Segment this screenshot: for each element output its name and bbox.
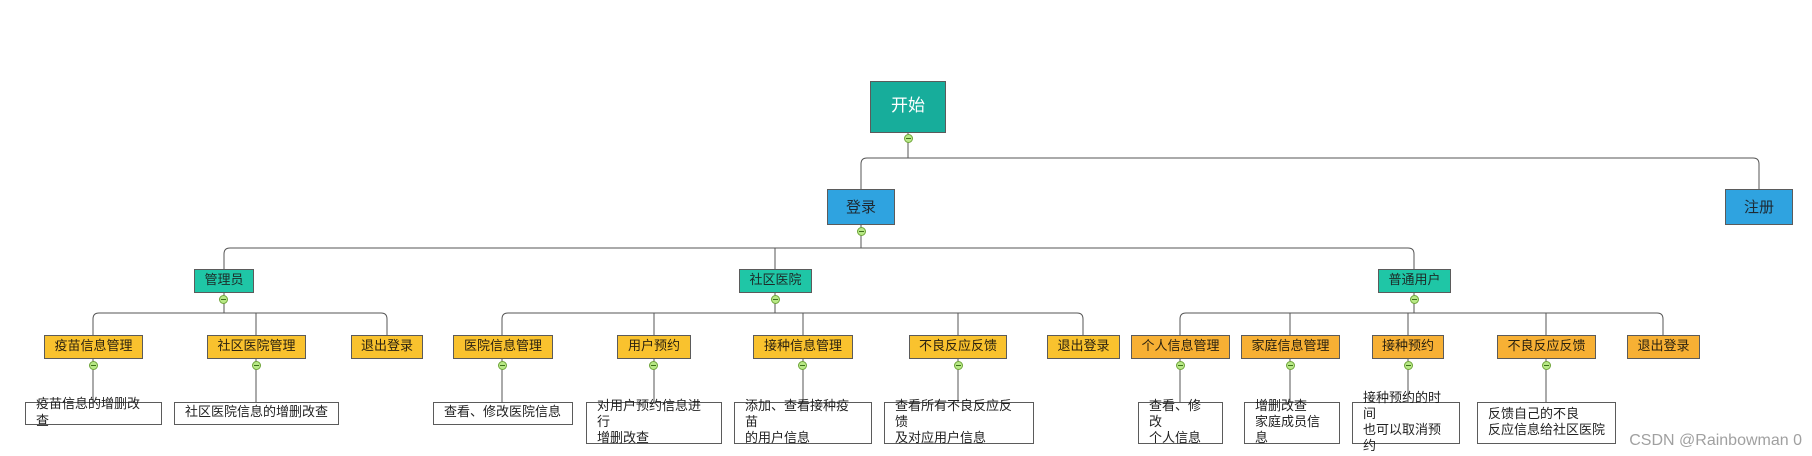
collapse-toggle-icon[interactable]: [1410, 295, 1419, 304]
collapse-toggle-icon[interactable]: [771, 295, 780, 304]
leaf-family-member-crud[interactable]: 增删改查 家庭成员信息: [1244, 399, 1340, 446]
module-personal-info-mgmt[interactable]: 个人信息管理: [1131, 335, 1230, 359]
leaf-hospital-info-view-edit[interactable]: 查看、修改医院信息: [433, 402, 573, 425]
connector-line: [860, 157, 1760, 189]
module-adverse-reaction-feedback[interactable]: 不良反应反馈: [909, 335, 1007, 359]
module-vaccination-info-mgmt[interactable]: 接种信息管理: [753, 335, 853, 359]
collapse-toggle-icon[interactable]: [857, 227, 866, 236]
module-hospital-info-mgmt[interactable]: 医院信息管理: [453, 335, 553, 359]
collapse-toggle-icon[interactable]: [1404, 361, 1413, 370]
collapse-toggle-icon[interactable]: [89, 361, 98, 370]
leaf-vaccinated-user-info[interactable]: 添加、查看接种疫苗 的用户信息: [734, 399, 872, 446]
module-vaccination-appointment[interactable]: 接种预约: [1372, 335, 1444, 359]
module-admin-logout[interactable]: 退出登录: [351, 335, 423, 359]
collapse-toggle-icon[interactable]: [1176, 361, 1185, 370]
collapse-toggle-icon[interactable]: [498, 361, 507, 370]
collapse-toggle-icon[interactable]: [954, 361, 963, 370]
connector-line: [223, 247, 1415, 269]
connector-line: [92, 312, 388, 335]
role-admin-node[interactable]: 管理员: [194, 269, 254, 293]
collapse-toggle-icon[interactable]: [649, 361, 658, 370]
watermark: CSDN @Rainbowman 0: [1629, 432, 1802, 449]
module-vaccine-info-mgmt[interactable]: 疫苗信息管理: [44, 335, 143, 359]
collapse-toggle-icon[interactable]: [219, 295, 228, 304]
module-community-hospital-mgmt[interactable]: 社区医院管理: [207, 335, 306, 359]
register-node[interactable]: 注册: [1725, 189, 1793, 225]
role-community-hospital-node[interactable]: 社区医院: [739, 269, 812, 293]
collapse-toggle-icon[interactable]: [798, 361, 807, 370]
module-user-adverse-reaction-feedback[interactable]: 不良反应反馈: [1497, 335, 1596, 359]
leaf-appointment-crud[interactable]: 对用户预约信息进行 增删改查: [586, 399, 722, 446]
module-family-info-mgmt[interactable]: 家庭信息管理: [1241, 335, 1340, 359]
leaf-adverse-feedback-view[interactable]: 查看所有不良反应反馈 及对应用户信息: [884, 399, 1034, 446]
collapse-toggle-icon[interactable]: [1542, 361, 1551, 370]
leaf-appointment-time-cancel[interactable]: 接种预约的时间 也可以取消预约: [1352, 391, 1460, 454]
connector-line: [1179, 312, 1664, 335]
login-node[interactable]: 登录: [827, 189, 895, 225]
leaf-submit-adverse-feedback[interactable]: 反馈自己的不良 反应信息给社区医院: [1477, 402, 1616, 444]
leaf-community-hospital-crud[interactable]: 社区医院信息的增删改查: [174, 402, 339, 425]
module-community-logout[interactable]: 退出登录: [1047, 335, 1120, 359]
connector-line: [501, 312, 1084, 335]
start-node[interactable]: 开始: [870, 81, 946, 133]
collapse-toggle-icon[interactable]: [1286, 361, 1295, 370]
module-user-logout[interactable]: 退出登录: [1627, 335, 1700, 359]
role-regular-user-node[interactable]: 普通用户: [1378, 269, 1451, 293]
collapse-toggle-icon[interactable]: [252, 361, 261, 370]
collapse-toggle-icon[interactable]: [904, 134, 913, 143]
module-user-appointment[interactable]: 用户预约: [617, 335, 691, 359]
leaf-personal-info-view-edit[interactable]: 查看、修改 个人信息: [1138, 399, 1223, 446]
leaf-vaccine-crud[interactable]: 疫苗信息的增删改查: [25, 397, 162, 429]
